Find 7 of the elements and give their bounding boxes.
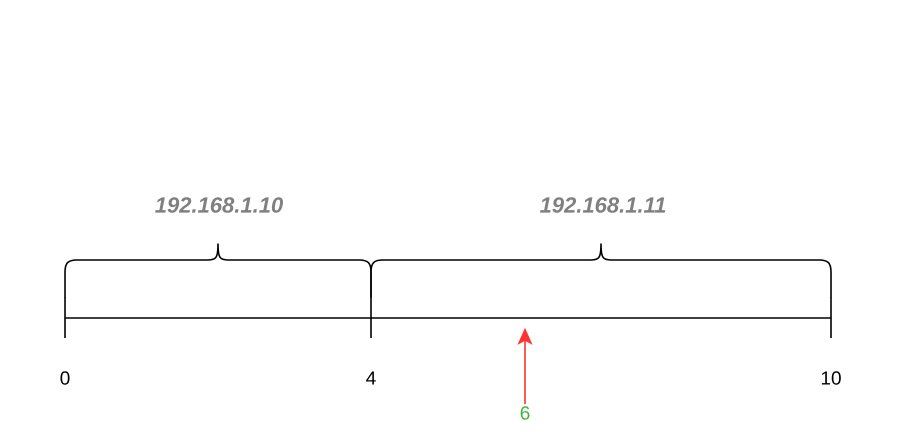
tick-label: 4: [366, 371, 376, 385]
tick-label: 10: [822, 371, 841, 385]
tick-label: 0: [60, 371, 70, 385]
brace-label: 192.168.1.11: [540, 197, 666, 213]
number-line: [65, 317, 831, 319]
brace-label: 192.168.1.10: [155, 197, 283, 213]
value-label: 6: [520, 406, 530, 420]
